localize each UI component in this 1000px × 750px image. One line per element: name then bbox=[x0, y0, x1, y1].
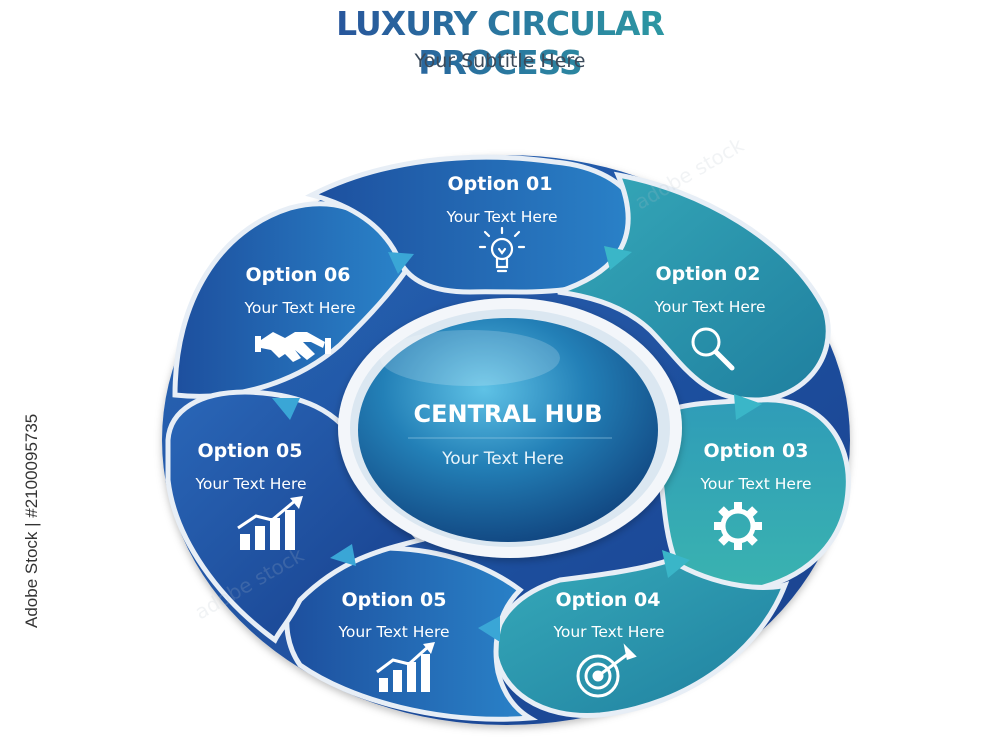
growth-chart-icon bbox=[237, 496, 303, 550]
flow-arrow-6-to-1 bbox=[388, 252, 414, 274]
option-02: Option 02 Your Text Here bbox=[653, 263, 766, 371]
option-01-title: Option 01 bbox=[448, 173, 553, 195]
option-05-lower: Option 05 Your Text Here bbox=[337, 589, 450, 692]
lightbulb-icon bbox=[478, 226, 526, 273]
option-05-lower-title: Option 05 bbox=[342, 589, 447, 611]
option-05-left: Option 05 Your Text Here bbox=[194, 440, 307, 550]
gear-icon bbox=[714, 502, 762, 550]
flow-arrow-2-to-3 bbox=[734, 394, 762, 420]
growth-chart-icon bbox=[376, 642, 435, 692]
flow-arrow-4-to-5 bbox=[478, 616, 500, 642]
option-04-title: Option 04 bbox=[556, 589, 661, 611]
option-04-text: Your Text Here bbox=[552, 623, 664, 641]
flow-arrow-5-to-6 bbox=[272, 398, 300, 420]
option-05-lower-text: Your Text Here bbox=[337, 623, 449, 641]
stock-id-label: Adobe Stock | #2100095735 bbox=[22, 413, 41, 628]
option-01: Option 01 Your Text Here bbox=[445, 173, 558, 273]
option-03: Option 03 Your Text Here bbox=[699, 440, 812, 550]
hub-title: CENTRAL HUB bbox=[413, 400, 602, 428]
hub-text: Your Text Here bbox=[441, 449, 564, 469]
option-06-title: Option 06 bbox=[246, 264, 351, 286]
handshake-icon bbox=[255, 332, 331, 362]
central-hub bbox=[358, 318, 658, 542]
flow-arrow-5-to-5 bbox=[330, 544, 356, 566]
option-06-text: Your Text Here bbox=[243, 299, 355, 317]
option-05-left-title: Option 05 bbox=[198, 440, 303, 462]
option-06: Option 06 Your Text Here bbox=[243, 264, 356, 362]
magnifier-icon bbox=[691, 327, 735, 371]
segment-option-02 bbox=[557, 171, 831, 403]
option-05-left-text: Your Text Here bbox=[194, 475, 306, 493]
target-icon bbox=[576, 643, 637, 698]
segment-option-04 bbox=[492, 557, 790, 719]
page-title: LUXURY CIRCULAR PROCESS bbox=[250, 4, 750, 82]
option-02-text: Your Text Here bbox=[653, 298, 765, 316]
option-03-title: Option 03 bbox=[704, 440, 809, 462]
flow-arrow-1-to-2 bbox=[604, 246, 632, 270]
option-01-text: Your Text Here bbox=[445, 208, 557, 226]
hub-highlight bbox=[380, 330, 560, 386]
option-02-title: Option 02 bbox=[656, 263, 761, 285]
option-04: Option 04 Your Text Here bbox=[552, 589, 665, 698]
flow-arrow-3-to-4 bbox=[662, 550, 690, 578]
page-subtitle: Your Subtitle Here bbox=[414, 50, 586, 72]
option-03-text: Your Text Here bbox=[699, 475, 811, 493]
